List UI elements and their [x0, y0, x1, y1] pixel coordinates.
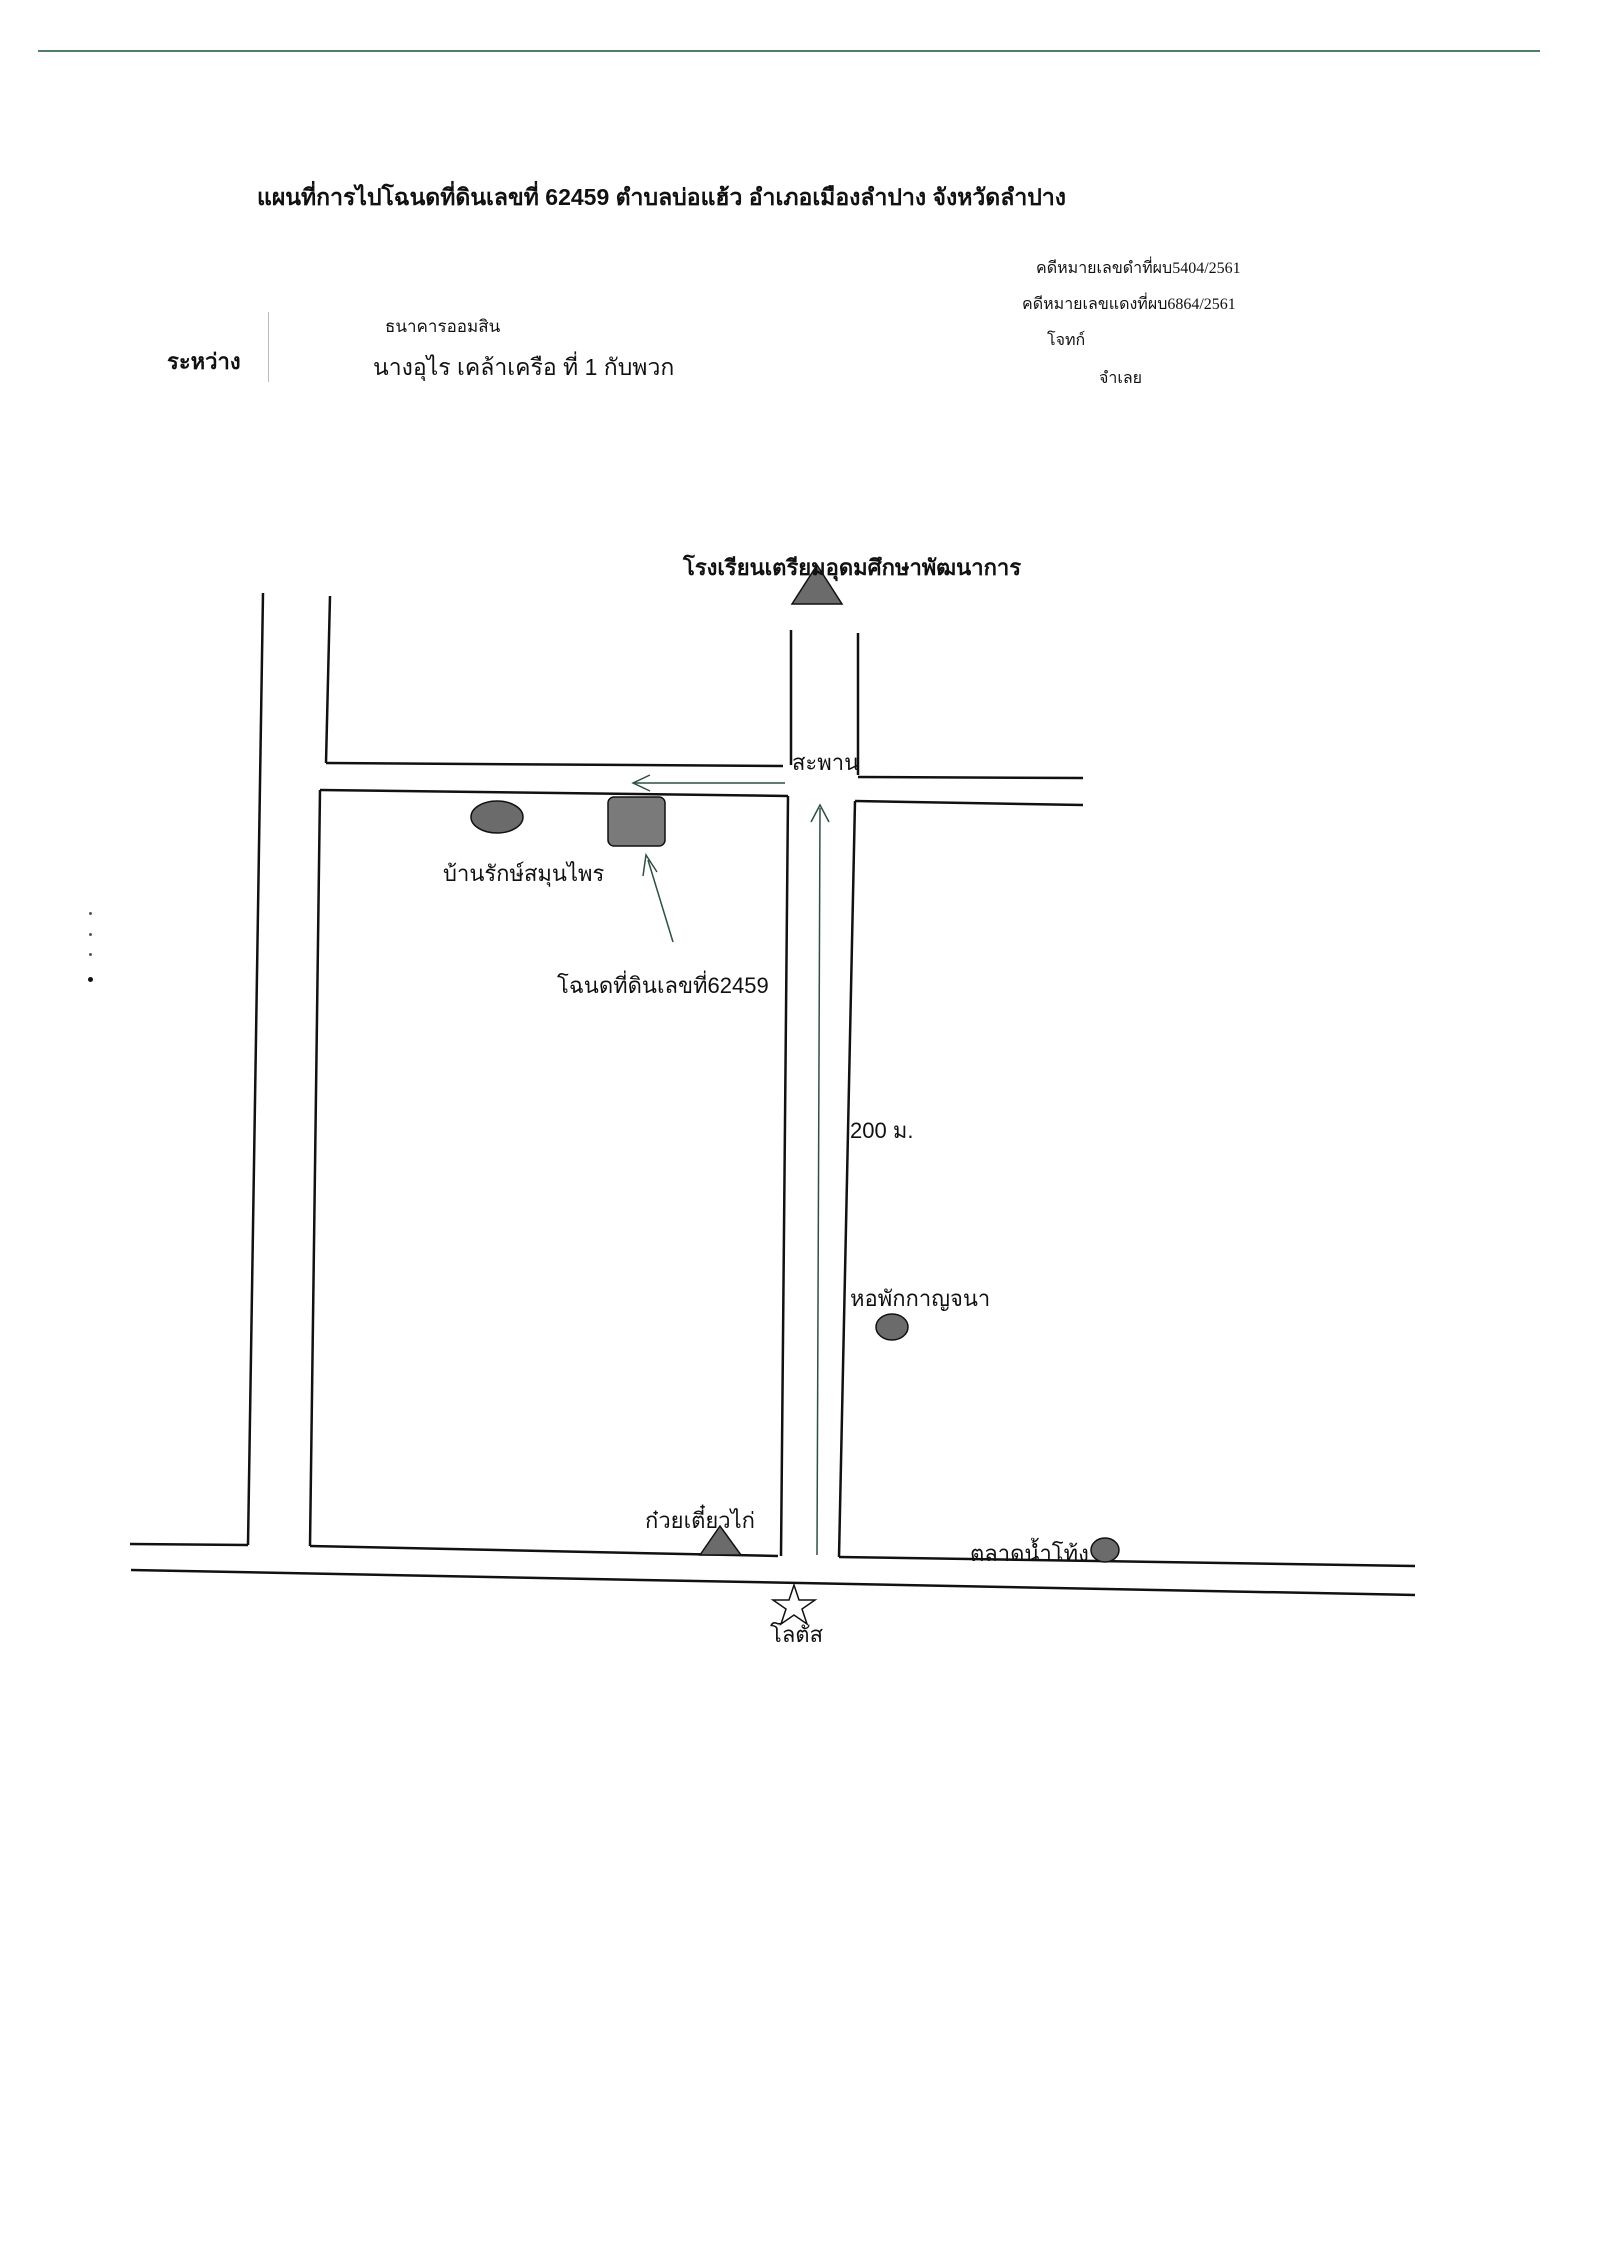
plot-arrow-line — [647, 859, 674, 943]
herb-house-marker — [470, 800, 524, 834]
map-title: แผนที่การไปโฉนดที่ดินเลขที่ 62459 ตำบลบ่… — [257, 184, 1066, 210]
route-arrows — [631, 774, 830, 1556]
plaintiff-label: โจทก์ — [1047, 332, 1086, 349]
herb-house-label: บ้านรักษ์สมุนไพร — [443, 861, 605, 886]
party-divider — [268, 312, 269, 382]
road-edge — [246, 592, 265, 1546]
north-arrow-head — [810, 803, 830, 823]
road-network — [129, 592, 1416, 1597]
margin-mark — [89, 953, 92, 956]
road-edge — [129, 1542, 249, 1547]
road-edge — [325, 761, 784, 768]
road-edge — [130, 1568, 1416, 1597]
defendant-name: นางอุไร เคล้าเครือ ที่ 1 กับพวก — [373, 354, 675, 380]
plaintiff-name: ธนาคารออมสิน — [385, 317, 501, 336]
lotus-star-marker — [770, 1582, 818, 1626]
noodle-shop-marker — [698, 1524, 743, 1556]
plot-arrow-head — [642, 852, 658, 877]
margin-mark — [89, 933, 92, 936]
between-label: ระหว่าง — [167, 349, 241, 374]
road-edge — [837, 800, 857, 1558]
land-plot-label: โฉนดที่ดินเลขที่62459 — [557, 973, 769, 998]
road-edge — [857, 775, 1084, 780]
dormitory-label: หอพักกาญจนา — [850, 1286, 991, 1311]
margin-mark — [88, 977, 93, 982]
road-edge — [308, 789, 322, 1547]
dormitory-marker — [875, 1313, 909, 1341]
road-edge — [319, 788, 789, 798]
market-label: ตลาดน้ำโท้ง — [970, 1541, 1089, 1566]
north-arrow-line — [816, 807, 821, 1556]
red-case-number: คดีหมายเลขแดงที่ผบ6864/2561 — [1022, 296, 1236, 313]
school-label: โรงเรียนเตรียมอุดมศึกษาพัฒนาการ — [683, 555, 1022, 580]
market-marker — [1090, 1537, 1120, 1563]
road-edge — [838, 1555, 1416, 1568]
map-markers — [470, 563, 1120, 1626]
road-edge — [779, 795, 790, 1557]
school-marker — [790, 563, 844, 605]
lotus-label: โลตัส — [770, 1622, 824, 1647]
bridge-arrow-head — [631, 774, 651, 792]
land-plot-marker — [607, 796, 666, 847]
distance-label: 200 ม. — [850, 1118, 914, 1143]
noodle-shop-label: ก๋วยเตี๋ยวไก่ — [645, 1508, 755, 1533]
road-edge — [324, 595, 332, 764]
black-case-number: คดีหมายเลขดำที่ผบ5404/2561 — [1036, 260, 1241, 277]
top-rule — [38, 50, 1540, 52]
bridge-label: สะพาน — [792, 750, 860, 775]
road-edge — [854, 799, 1084, 807]
margin-mark — [89, 912, 92, 915]
defendant-label: จำเลย — [1099, 370, 1143, 387]
